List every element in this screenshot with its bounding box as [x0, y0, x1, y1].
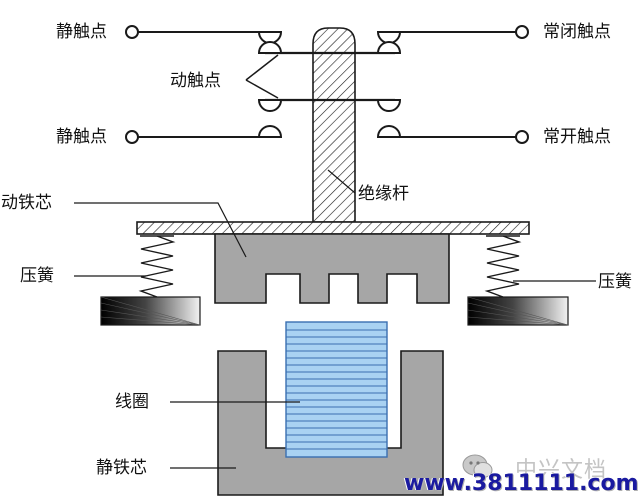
- moving-contact-leaders: [245, 54, 279, 99]
- moving-contact-bottom: [257, 98, 402, 112]
- insulating-rod: [312, 27, 356, 223]
- label-moving-core: 动铁芯: [1, 193, 52, 213]
- static-core: [217, 350, 444, 496]
- coil: [285, 321, 388, 458]
- spring-right: [484, 235, 522, 298]
- nc-contact-right: [376, 25, 529, 44]
- static-contact-bottom-left: [125, 125, 283, 144]
- label-insulating-rod: 绝缘杆: [358, 184, 409, 204]
- moving-core: [214, 233, 450, 304]
- moving-contact-top: [257, 41, 402, 55]
- no-contact-right: [376, 125, 529, 144]
- label-coil: 线圈: [115, 392, 149, 412]
- watermark-brand: 中兴文档: [515, 458, 608, 483]
- label-static-contact-bottom: 静触点: [56, 127, 107, 147]
- static-contact-top-left: [125, 25, 283, 44]
- label-moving-contact: 动触点: [170, 71, 221, 91]
- label-nc-contact: 常闭触点: [543, 22, 611, 42]
- label-spring-left: 压簧: [20, 266, 54, 286]
- spring-left: [138, 235, 176, 298]
- label-no-contact: 常开触点: [543, 127, 611, 147]
- armature-plate: [136, 221, 530, 235]
- label-static-contact-top: 静触点: [56, 22, 107, 42]
- label-spring-right: 压簧: [598, 272, 632, 292]
- label-static-core: 静铁芯: [96, 458, 147, 478]
- base-pad-left: [100, 296, 201, 326]
- wechat-icon: [462, 454, 493, 478]
- watermark-url: www.3811111.com: [404, 471, 639, 496]
- base-pad-right: [467, 296, 569, 326]
- leader-lines: [74, 169, 596, 469]
